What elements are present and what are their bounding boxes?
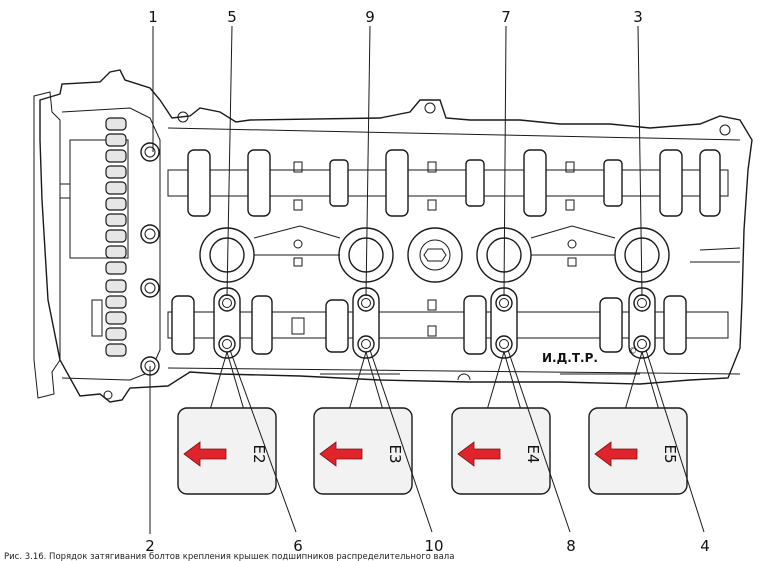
cylinder-head-outline xyxy=(33,69,753,403)
arrow-left-icon xyxy=(457,441,501,467)
watermark: И.Д.Т.Р. © xyxy=(542,347,637,365)
callout-1: 1 xyxy=(148,8,158,26)
cap-box-e5 xyxy=(588,407,688,495)
cap-label-e3: E3 xyxy=(386,444,404,463)
sprocket-bolts xyxy=(140,142,160,376)
copyright-mark: © xyxy=(628,347,637,357)
cap-label-e4: E4 xyxy=(524,444,542,463)
figure-caption: Рис. 3.16. Порядок затягивания болтов кр… xyxy=(4,552,454,561)
callout-4: 4 xyxy=(700,537,710,555)
cap-label-boxes: E2 E3 E4 E5 xyxy=(177,351,688,495)
spark-plug-wells xyxy=(199,225,670,283)
upper-camshaft xyxy=(167,149,729,217)
lower-camshaft xyxy=(167,295,729,355)
cap-box-e4 xyxy=(451,407,551,495)
cap-label-e2: E2 xyxy=(250,444,268,463)
bearing-caps xyxy=(213,287,656,359)
cap-box-e3 xyxy=(313,407,413,495)
arrow-left-icon xyxy=(319,441,363,467)
arrow-left-icon xyxy=(183,441,227,467)
watermark-text: И.Д.Т.Р. xyxy=(542,351,598,365)
callout-8: 8 xyxy=(566,537,576,555)
arrow-left-icon xyxy=(594,441,638,467)
callout-9: 9 xyxy=(365,8,375,26)
callout-7: 7 xyxy=(501,8,511,26)
leader-lines xyxy=(149,25,705,534)
callout-2: 2 xyxy=(145,537,155,555)
callout-6: 6 xyxy=(293,537,303,555)
callout-numbers: 1 5 9 7 3 2 6 10 8 4 xyxy=(145,8,710,555)
callout-10: 10 xyxy=(424,537,443,555)
timing-sprocket xyxy=(105,117,127,357)
callout-5: 5 xyxy=(227,8,237,26)
callout-3: 3 xyxy=(633,8,643,26)
cap-box-e2 xyxy=(177,407,277,495)
cap-label-e5: E5 xyxy=(661,444,679,463)
